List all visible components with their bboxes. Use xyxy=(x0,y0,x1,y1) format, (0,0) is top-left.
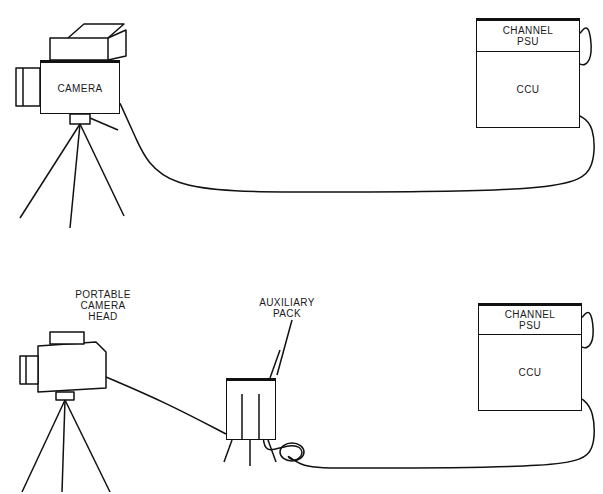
camera-cable xyxy=(120,103,594,192)
pan-handle xyxy=(90,118,118,130)
node-label: PORTABLE CAMERA HEAD xyxy=(71,289,135,322)
lens-ring xyxy=(25,356,27,384)
pan-head xyxy=(70,114,90,124)
camera-cable xyxy=(580,28,591,65)
pan-head xyxy=(56,392,74,400)
camera-head-body xyxy=(38,342,106,392)
psu-box: CHANNEL PSU xyxy=(476,18,580,52)
node-label: CHANNEL PSU xyxy=(500,309,560,331)
node-label: CAMERA xyxy=(57,83,102,94)
node-label: CCU xyxy=(517,84,540,95)
psu-box: CHANNEL PSU xyxy=(478,303,582,335)
viewfinder-hood xyxy=(108,30,126,60)
lens-ring xyxy=(22,68,24,106)
tripod-leg xyxy=(62,400,65,492)
node-label: CCU xyxy=(519,367,542,378)
node-label: CHANNEL PSU xyxy=(498,25,558,47)
node-label: AUXILIARY PACK xyxy=(255,297,319,319)
pack-handle xyxy=(270,350,280,378)
tripod-leg xyxy=(20,124,80,218)
pack-divider xyxy=(258,394,260,440)
trolley-leg xyxy=(268,440,276,462)
camera-head: PORTABLE CAMERA HEAD xyxy=(38,342,106,392)
viewfinder xyxy=(50,332,84,344)
viewfinder xyxy=(50,38,108,60)
camera-body: CAMERA xyxy=(40,60,120,114)
auxiliary-pack: AUXILIARY PACK xyxy=(226,378,276,440)
trolley-leg xyxy=(224,440,232,462)
tripod-leg xyxy=(22,400,65,492)
camera-cable xyxy=(106,377,226,434)
pack-divider xyxy=(241,394,243,440)
camera-lens xyxy=(20,356,38,384)
tripod-leg xyxy=(80,124,124,216)
camera-cable xyxy=(264,399,595,468)
trolley-leg xyxy=(249,440,251,466)
hood-flap xyxy=(68,24,124,38)
tripod-leg xyxy=(70,124,80,228)
ccu-box: CCU xyxy=(476,52,580,128)
tripod-leg xyxy=(65,400,110,492)
ccu-box: CCU xyxy=(478,335,582,411)
camera-cable xyxy=(582,312,593,347)
leader-line xyxy=(277,320,292,375)
portable-camera xyxy=(20,332,110,492)
camera-lens xyxy=(16,68,40,106)
studio-camera xyxy=(16,24,126,228)
